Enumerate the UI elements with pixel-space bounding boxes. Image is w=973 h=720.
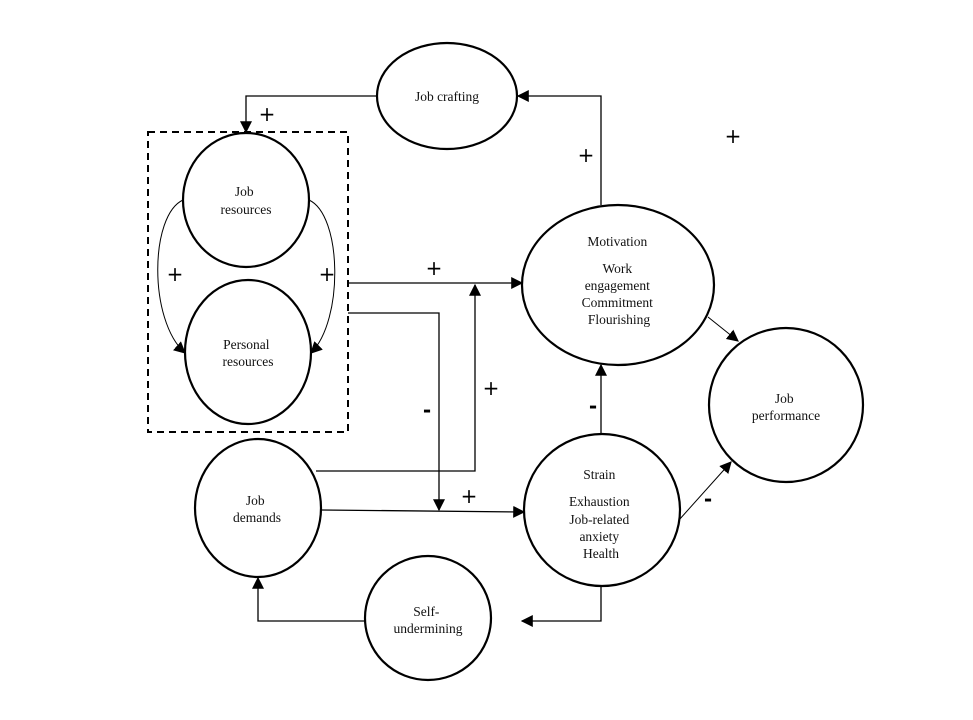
sign-crafting-to-resources: + (259, 102, 276, 126)
node-label-line: Job (246, 493, 265, 508)
node-motivation-label: Motivation Work engagement Commitment Fl… (582, 234, 657, 327)
node-job-demands: Job demands (193, 437, 323, 579)
node-label-line: Job (235, 184, 254, 199)
node-strain-shape (522, 432, 682, 588)
node-label-line: Personal (223, 337, 270, 352)
node-label-line: Exhaustion (569, 494, 630, 509)
node-label-line: resources (221, 202, 272, 217)
node-label-line: Health (583, 546, 619, 561)
node-self-undermining-shape (363, 554, 493, 682)
node-label-line: Job (775, 391, 794, 406)
edge-jobres-to-personal-left (157, 199, 186, 354)
edge-demands-to-strain (321, 505, 526, 518)
edge-resources-moderate-demands-strain (348, 312, 445, 512)
edge-motivation-to-performance (707, 316, 739, 342)
node-job-performance-label: Job performance (752, 391, 820, 423)
node-motivation-shape (520, 203, 716, 367)
node-job-demands-label: Job demands (233, 493, 281, 525)
sign-resources-moderate-demands-strain: - (423, 398, 431, 422)
node-motivation: Motivation Work engagement Commitment Fl… (520, 203, 716, 367)
node-label-line: Job crafting (415, 89, 479, 104)
node-label-line: engagement (585, 278, 650, 293)
node-job-crafting: Job crafting (375, 41, 519, 151)
node-job-crafting-label: Job crafting (415, 89, 479, 104)
node-label-line: resources (223, 354, 274, 369)
sign-jobres-to-personal-right: + (319, 262, 336, 286)
sign-motivation-to-performance: + (725, 124, 742, 148)
node-job-resources-shape (181, 131, 311, 269)
sign-strain-to-performance: - (704, 487, 712, 511)
node-self-undermining: Self- undermining (363, 554, 493, 682)
node-personal-resources-label: Personal resources (223, 337, 274, 369)
node-strain: Strain Exhaustion Job-related anxiety He… (522, 432, 682, 588)
node-self-undermining-label: Self- undermining (394, 604, 463, 636)
node-job-demands-shape (193, 437, 323, 579)
edge-crafting-to-resources (240, 95, 377, 134)
edge-motivation-to-crafting (516, 90, 602, 205)
sign-motivation-to-crafting: + (578, 143, 595, 167)
sign-demands-moderate-resources-motivation: + (483, 376, 500, 400)
node-label-line: undermining (394, 621, 463, 636)
sign-jobres-to-personal-left: + (167, 262, 184, 286)
node-job-performance-shape (707, 326, 865, 484)
node-job-crafting-shape (375, 41, 519, 151)
edge-jobres-to-personal-right (308, 199, 336, 354)
node-personal-resources: Personal resources (183, 278, 313, 426)
node-job-resources-label: Job resources (221, 184, 272, 217)
node-label-line: Flourishing (588, 312, 651, 327)
edge-demands-moderate-resources-motivation (316, 283, 481, 472)
sign-demands-to-strain: + (461, 484, 478, 508)
edge-strain-to-performance (678, 461, 732, 521)
node-label-line: Strain (583, 467, 615, 482)
node-label-line: anxiety (579, 529, 619, 544)
node-job-resources: Job resources (181, 131, 311, 269)
sign-strain-to-motivation: - (589, 394, 597, 418)
node-strain-label: Strain Exhaustion Job-related anxiety He… (569, 467, 633, 561)
node-job-performance: Job performance (707, 326, 865, 484)
edge-undermining-to-demands (252, 576, 365, 622)
node-label-line: Motivation (587, 234, 647, 249)
node-label-line: Commitment (582, 295, 654, 310)
node-label-line: Job-related (569, 512, 629, 527)
node-label-line: Work (602, 261, 632, 276)
node-label-line: demands (233, 510, 281, 525)
node-personal-resources-shape (183, 278, 313, 426)
sign-resources-to-motivation: + (426, 256, 443, 280)
edge-strain-to-undermining (520, 586, 602, 627)
node-label-line: Self- (413, 604, 440, 619)
node-label-line: performance (752, 408, 820, 423)
